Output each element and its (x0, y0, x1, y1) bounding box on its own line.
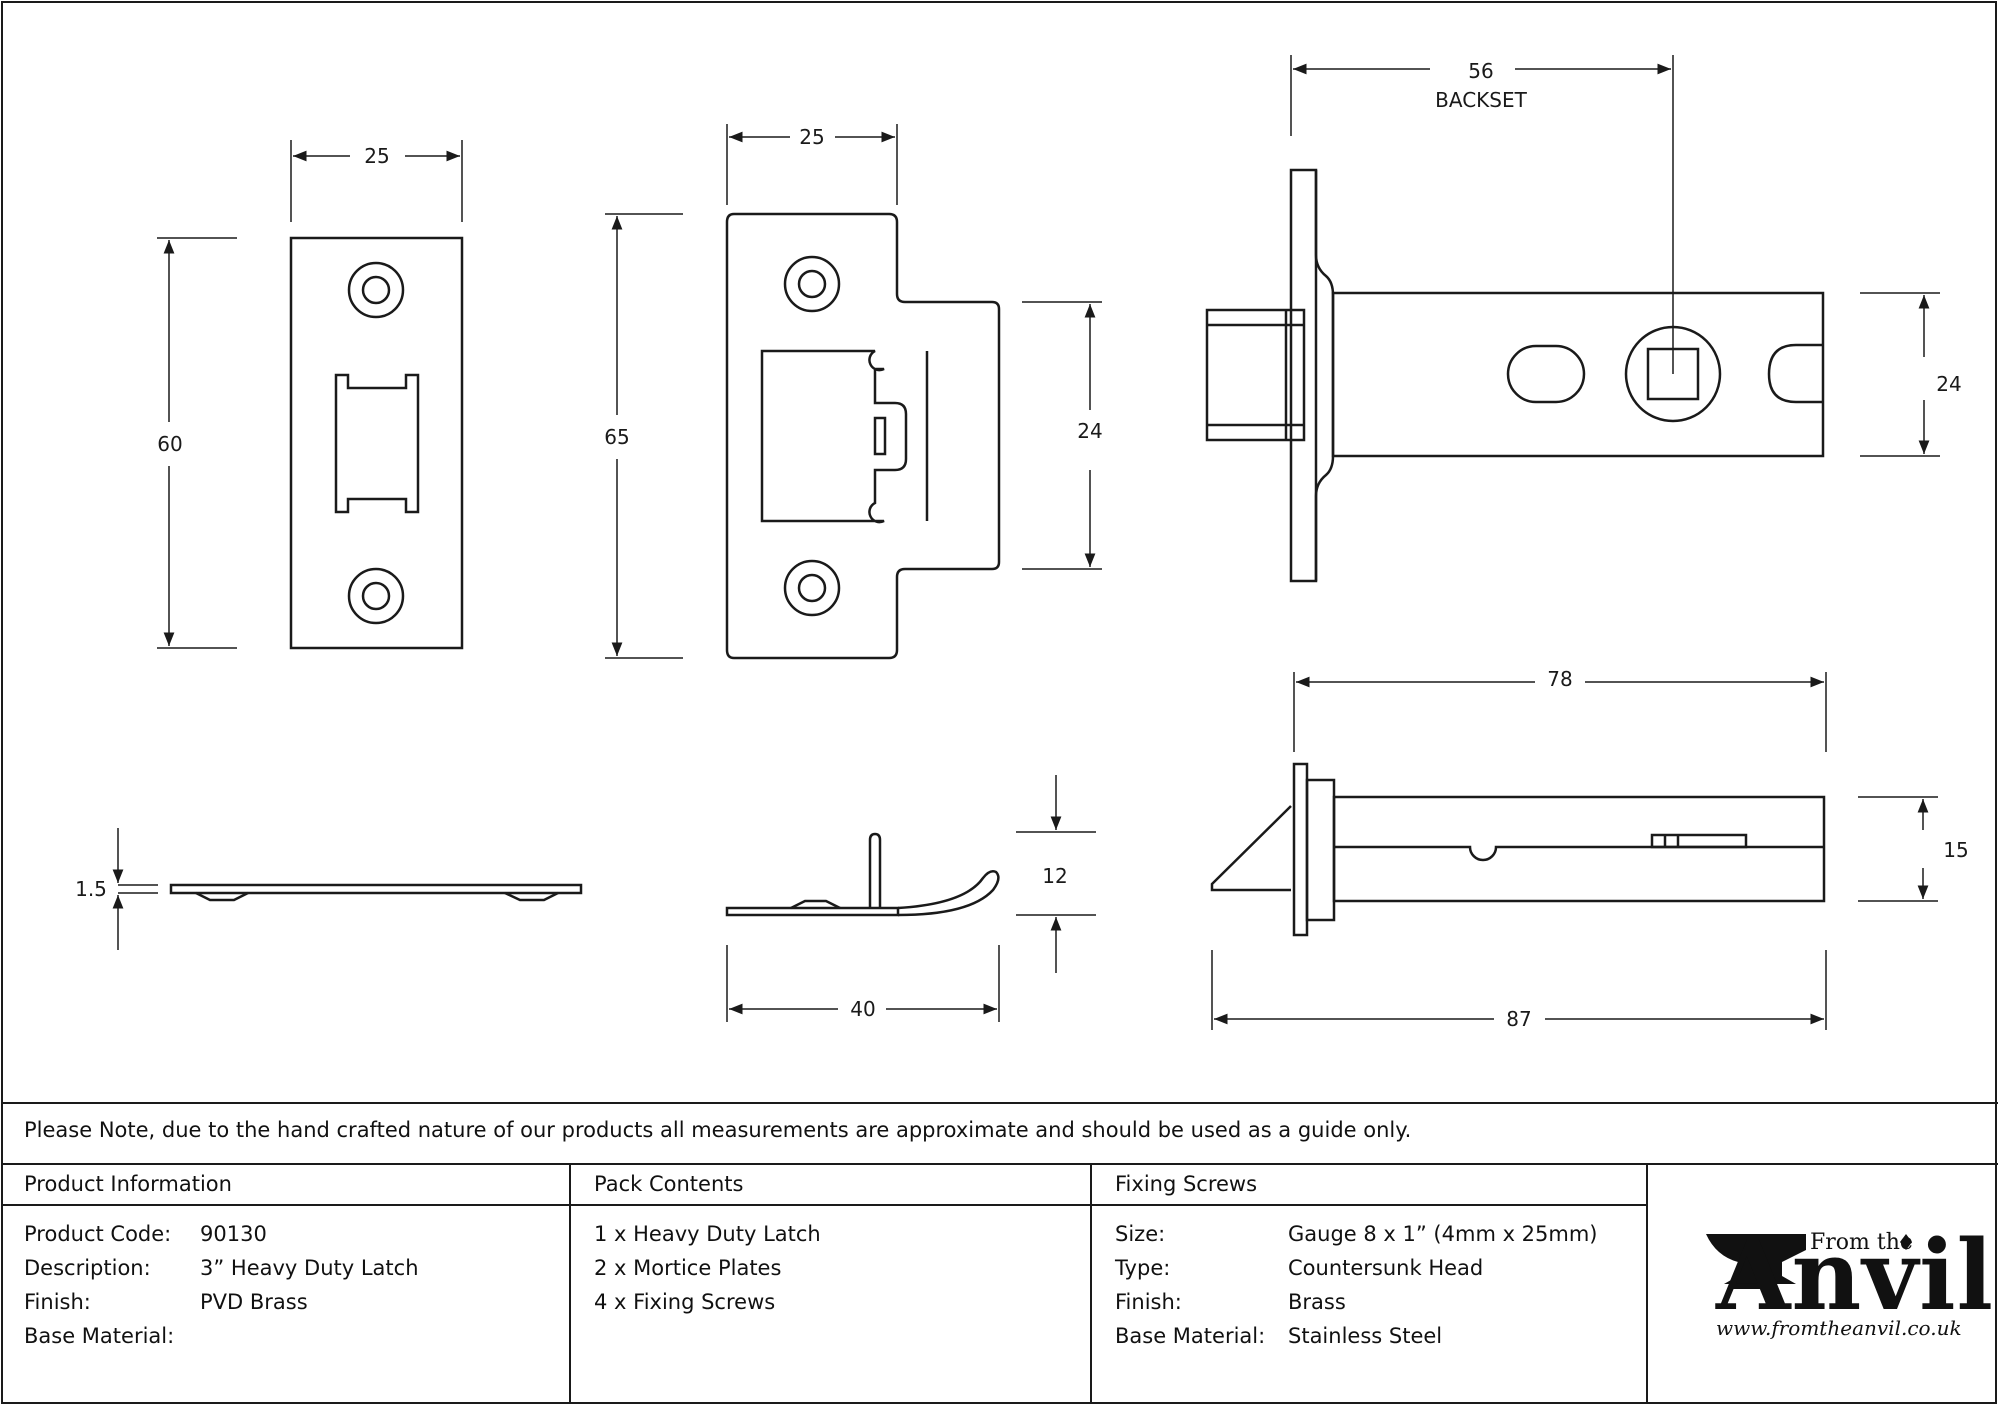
description-label: Description: (24, 1256, 151, 1280)
latch-overall-label: 87 (1506, 1007, 1531, 1031)
fixing-screws-header: Fixing Screws (1115, 1172, 1258, 1196)
product-code-value: 90130 (200, 1222, 267, 1246)
finish-value: PVD Brass (200, 1290, 308, 1314)
plate2-depth-label: 40 (850, 997, 875, 1021)
screw-base-material-label: Base Material: (1115, 1324, 1266, 1348)
strike-plate-edge-view (169, 883, 583, 902)
plate1-edge-dimension-lines (112, 828, 158, 950)
diamond-icon (1900, 1234, 1912, 1250)
latch-side-view (1210, 762, 1826, 937)
dimension-labels: 25 60 25 65 24 56 BACKSET 24 78 15 87 1.… (75, 59, 1969, 1031)
plate1-height-label: 60 (157, 432, 182, 456)
pack-contents-header: Pack Contents (594, 1172, 744, 1196)
logo-name: Anvil (1716, 1219, 1994, 1332)
strike-plate-tongue-edge-view (725, 832, 1000, 917)
latch-side-dimension-lines (1211, 672, 1938, 1030)
base-material-label: Base Material: (24, 1324, 175, 1348)
plate2-width-label: 25 (799, 125, 824, 149)
screw-finish-label: Finish: (1115, 1290, 1182, 1314)
backset-value-label: 56 (1468, 59, 1493, 83)
plate2-lip-height-label: 12 (1042, 864, 1067, 888)
description-value: 3” Heavy Duty Latch (200, 1256, 419, 1280)
plate1-thickness-label: 1.5 (75, 877, 107, 901)
screw-type-value: Countersunk Head (1288, 1256, 1484, 1280)
plate2-edge-dimension-lines (726, 775, 1096, 1022)
anvil-icon (1706, 1234, 1806, 1284)
info-table-grid (2, 1102, 1998, 1404)
plate2-tongue-label: 24 (1077, 419, 1102, 443)
screw-type-label: Type: (1115, 1256, 1171, 1280)
product-info-header: Product Information (24, 1172, 232, 1196)
pack-item: 4 x Fixing Screws (594, 1290, 776, 1314)
latch-side-height-label: 15 (1943, 838, 1968, 862)
measurement-note: Please Note, due to the hand crafted nat… (24, 1118, 1412, 1142)
product-code-label: Product Code: (24, 1222, 172, 1246)
screw-base-material-value: Stainless Steel (1288, 1324, 1443, 1348)
latch-length-label: 78 (1547, 667, 1572, 691)
strike-plate-tongue-front (725, 212, 1001, 660)
latch-plan-view (1205, 168, 1825, 583)
screw-finish-value: Brass (1288, 1290, 1346, 1314)
plate1-dimension-lines (157, 140, 463, 649)
screw-size-value: Gauge 8 x 1” (4mm x 25mm) (1288, 1222, 1598, 1246)
pack-item: 2 x Mortice Plates (594, 1256, 782, 1280)
latch-height-label: 24 (1936, 372, 1961, 396)
logo-url: www.fromtheanvil.co.uk (1716, 1316, 1962, 1340)
plate1-width-label: 25 (364, 144, 389, 168)
latch-plan-dimension-lines (1290, 55, 1940, 457)
finish-label: Finish: (24, 1290, 91, 1314)
pack-item: 1 x Heavy Duty Latch (594, 1222, 821, 1246)
logo-from-the: From the (1810, 1230, 1913, 1255)
plate2-height-label: 65 (604, 425, 629, 449)
backset-text-label: BACKSET (1435, 88, 1527, 112)
strike-plate-front (289, 236, 464, 650)
screw-size-label: Size: (1115, 1222, 1166, 1246)
plate2-dimension-lines (605, 124, 1102, 659)
